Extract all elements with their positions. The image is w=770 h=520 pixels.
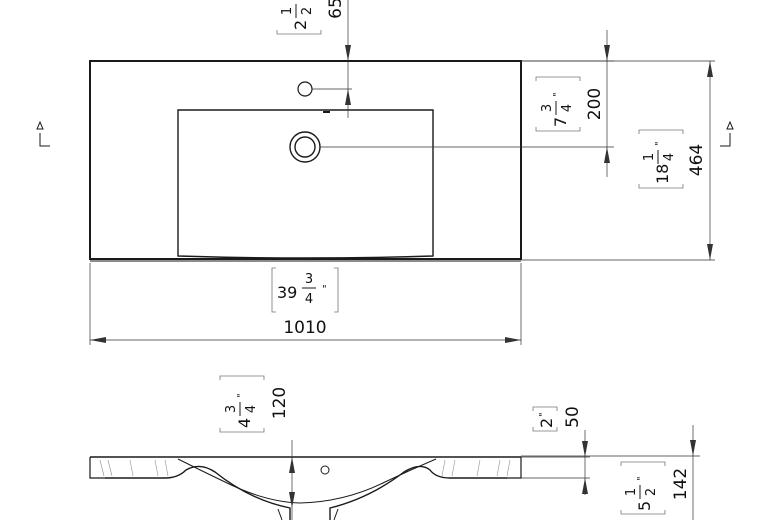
rim-arrow-bottom xyxy=(582,478,588,494)
drain-offset-inch-bracket xyxy=(535,76,581,132)
drain-offset-arrow-bottom xyxy=(604,147,610,163)
bowl-depth-arrow-bottom xyxy=(289,492,295,508)
side-overflow-hole xyxy=(320,465,330,475)
side-drain-stub xyxy=(277,508,339,520)
tap-offset-arrow-bottom xyxy=(345,89,351,105)
tap-offset-inch-den: 2 xyxy=(300,7,315,15)
bowl-depth-inch-mark: " xyxy=(236,393,247,398)
depth-inch-mark: " xyxy=(654,141,665,146)
height-inch-mark: " xyxy=(636,476,647,481)
drain-offset-inch-num: 3 xyxy=(540,104,555,112)
bowl-depth-inch-bracket xyxy=(219,375,265,433)
width-inch-mark: " xyxy=(322,284,327,295)
side-bowl-inner xyxy=(177,458,437,504)
bowl-depth-inch-whole: 4 xyxy=(235,418,254,428)
width-mm-label: 1010 xyxy=(283,318,326,338)
side-left-rim xyxy=(89,457,105,479)
basin-outline xyxy=(89,60,522,260)
top-view: 1010 39 3 4 " 464 18 1 4 " 200 7 3 xyxy=(36,0,734,345)
rim-inch-bracket xyxy=(532,406,558,432)
depth-inch-num: 1 xyxy=(642,153,657,161)
tap-offset-arrow-top xyxy=(345,45,351,61)
bowl-depth-arrow-top xyxy=(289,457,295,473)
width-inch-num: 3 xyxy=(305,272,313,287)
tap-offset-inch-bracket xyxy=(276,30,322,35)
tap-offset-mm-label: 65 xyxy=(326,0,346,19)
bowl-depth-mm-label: 120 xyxy=(270,387,290,419)
side-hatching xyxy=(99,459,511,477)
arrow-left xyxy=(90,337,106,343)
section-marker-right xyxy=(720,120,734,147)
depth-inch-den: 4 xyxy=(662,153,677,161)
depth-inch-whole: 18 xyxy=(653,164,672,184)
width-inch-whole: 39 xyxy=(277,283,297,302)
drain-offset-inch-den: 4 xyxy=(560,104,575,112)
height-mm-label: 142 xyxy=(671,468,691,500)
arrow-right xyxy=(505,337,521,343)
depth-mm-label: 464 xyxy=(687,144,707,176)
depth-arrow-bottom xyxy=(707,244,713,260)
drain-offset-arrow-top xyxy=(604,45,610,61)
bowl-depth-inch-num: 3 xyxy=(224,405,239,413)
depth-arrow-top xyxy=(707,61,713,77)
rim-arrow-top xyxy=(582,441,588,457)
rim-inch-mark: " xyxy=(538,412,549,417)
drain-offset-inch-whole: 7 xyxy=(551,117,570,127)
drain-inner xyxy=(294,136,316,158)
height-inch-num: 1 xyxy=(624,488,639,496)
section-marker-left xyxy=(36,120,50,147)
bowl-depth-inch-den: 4 xyxy=(244,405,259,413)
height-arrow-top xyxy=(690,440,696,456)
depth-inch-bracket xyxy=(638,129,684,189)
side-right-rim xyxy=(507,457,522,479)
rim-inch-value: 2 xyxy=(537,418,556,428)
width-inch-bracket xyxy=(271,267,339,313)
drain-offset-inch-mark: " xyxy=(552,92,563,97)
tap-hole xyxy=(297,81,313,97)
tap-offset-inch-num: 1 xyxy=(280,7,295,15)
height-inch-whole: 5 xyxy=(635,501,654,511)
drain-offset-mm-label: 200 xyxy=(585,88,605,120)
width-inch-den: 4 xyxy=(305,292,313,307)
height-inch-den: 2 xyxy=(644,488,659,496)
side-bowl-profile xyxy=(105,465,507,520)
height-inch-bracket xyxy=(620,461,666,515)
rim-mm-label: 50 xyxy=(563,406,583,428)
side-view: 120 4 3 4 " 50 2 " 142 5 1 2 xyxy=(89,375,700,520)
bowl-outline xyxy=(177,109,434,259)
tap-offset-inch-whole: 2 xyxy=(291,20,310,30)
